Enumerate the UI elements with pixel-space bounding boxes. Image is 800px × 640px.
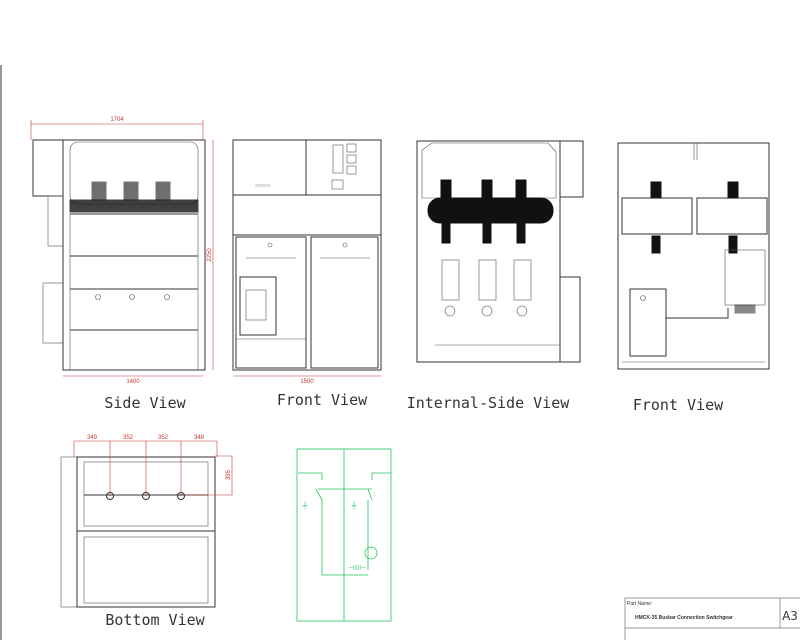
front-view: ○○○○○ 1500 Front View xyxy=(232,139,382,409)
side-view-label: Side View xyxy=(104,394,186,412)
part-name: HMCK-35 Busbar Connection Switchgear xyxy=(635,615,733,621)
dim-front-width: 1500 xyxy=(300,379,314,385)
front-view-internal-label: Front View xyxy=(633,396,724,414)
single-line-schematic: ⏚ ⏚ ⊣⊙⊢ xyxy=(296,448,392,622)
operating-mechanism-panel xyxy=(239,276,277,336)
dim-side-overall-width: 1704 xyxy=(110,117,124,123)
dim-bottom-3: 352 xyxy=(158,435,169,441)
indicator-lamps-icon: ○○○○○ xyxy=(255,183,270,189)
internal-side-view: Internal-Side View xyxy=(407,140,584,412)
dim-side-base-width: 1400 xyxy=(126,379,140,385)
earthing-switch-icon: ⏚ xyxy=(350,501,358,510)
dim-bottom-depth: 395 xyxy=(226,469,232,480)
bottom-view: 349 352 352 348 395 Bottom View xyxy=(60,435,233,629)
dim-bottom-4: 348 xyxy=(194,435,205,441)
dim-bottom-2: 352 xyxy=(123,435,134,441)
capacitor-icon: ⊣⊙⊢ xyxy=(348,564,366,572)
insulator-icon xyxy=(91,181,171,201)
title-block: Part Name: HMCK-35 Busbar Connection Swi… xyxy=(624,597,800,640)
side-view: 1704 2250 1400 Side View xyxy=(30,117,214,412)
busbar-compartment xyxy=(427,197,554,224)
earthing-switch-icon: ⏚ xyxy=(301,501,309,510)
internal-side-view-label: Internal-Side View xyxy=(407,394,571,412)
front-view-label: Front View xyxy=(277,391,368,409)
bottom-view-label: Bottom View xyxy=(105,611,205,629)
dim-bottom-1: 349 xyxy=(87,435,98,441)
dim-side-height: 2250 xyxy=(207,248,213,262)
sheet-size: A3 xyxy=(782,609,798,623)
transformer-icon xyxy=(364,546,378,560)
part-name-label: Part Name: xyxy=(627,601,652,607)
front-view-internal: Front View xyxy=(617,142,770,414)
insulator-icon xyxy=(440,179,527,244)
